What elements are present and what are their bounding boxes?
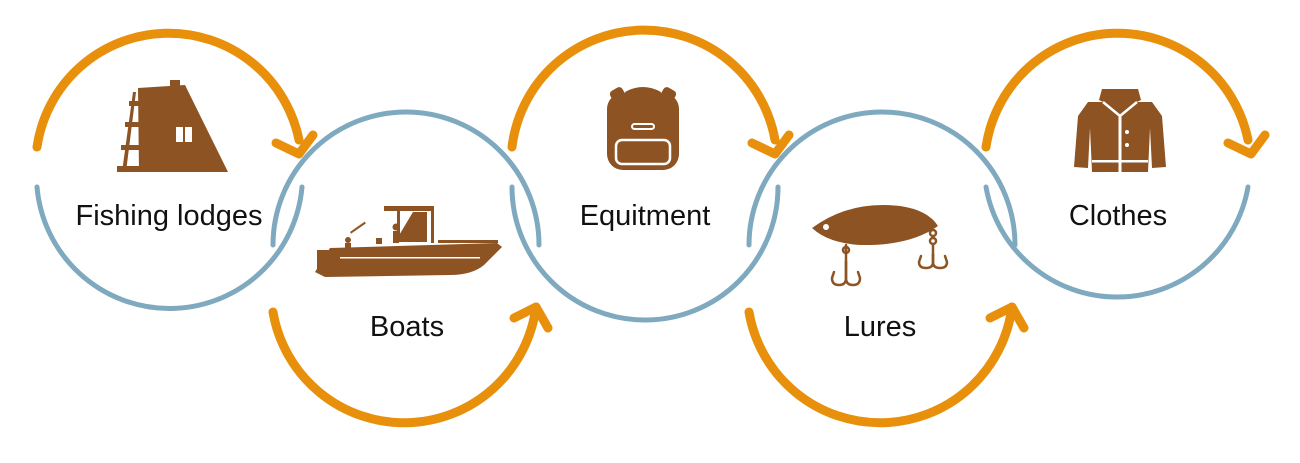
arrow-2-arc <box>268 302 541 428</box>
step-label-boats: Boats <box>370 311 444 343</box>
arrow-1-arc <box>32 28 304 152</box>
arrow-arcs <box>32 25 1270 428</box>
arrow-4-arc <box>744 302 1017 428</box>
boat-icon <box>315 206 502 277</box>
arrow-1-head <box>271 130 318 159</box>
backpack-icon <box>607 87 679 170</box>
step-5-circle-lower-arc <box>983 184 1251 300</box>
step-label-clothes: Clothes <box>1069 200 1167 232</box>
arrow-3-head <box>747 130 794 159</box>
cabin-icon <box>117 80 228 172</box>
arrow-5-arc <box>981 28 1253 152</box>
step-3-circle-lower-arc <box>509 184 781 323</box>
arrow-5-head <box>1223 130 1270 159</box>
step-2-circle-upper-arc <box>270 109 542 248</box>
arrow-2-head <box>509 302 553 333</box>
jacket-icon <box>1074 89 1166 172</box>
step-label-lures: Lures <box>844 311 917 343</box>
arrow-3-arc <box>507 25 780 152</box>
lure-icon <box>812 204 949 287</box>
step-label-equitment: Equitment <box>580 200 711 232</box>
circle-arcs <box>34 109 1251 323</box>
step-label-fishing-lodges: Fishing lodges <box>76 200 263 232</box>
step-1-circle-lower-arc <box>34 184 305 311</box>
step-4-circle-upper-arc <box>746 109 1018 248</box>
arrow-4-head <box>985 302 1029 333</box>
